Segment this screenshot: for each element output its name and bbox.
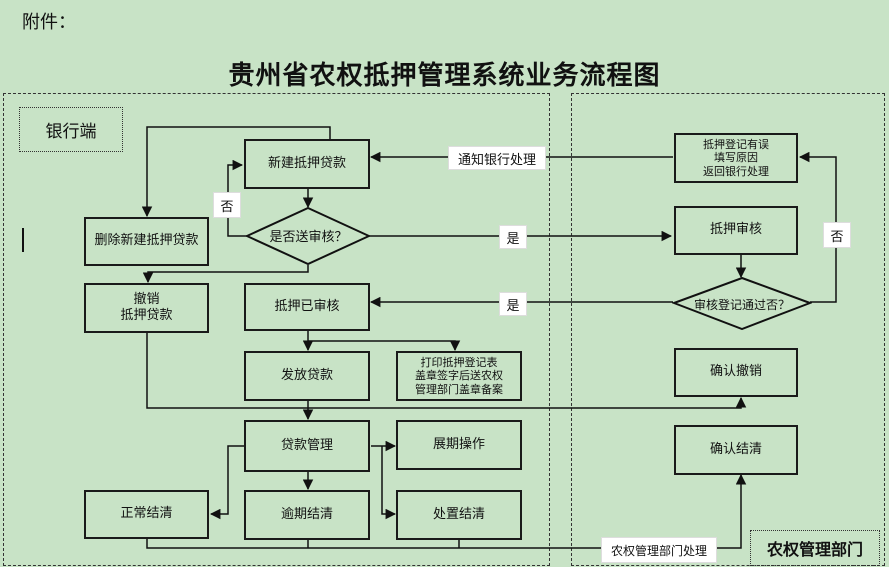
agri-region (571, 93, 885, 566)
yes-label-back: 是 (499, 292, 527, 316)
agri-region-label: 农权管理部门 (750, 530, 880, 566)
reviewed-node: 抵押已审核 (244, 283, 370, 331)
bank-region-label: 银行端 (19, 107, 123, 152)
page-title: 贵州省农权抵押管理系统业务流程图 (228, 61, 661, 91)
delete-loan-node: 删除新建抵押贷款 (84, 217, 209, 266)
send-review-label: 是否送审核？ (269, 230, 348, 245)
return-bank-node: 抵押登记有误 填写原因 返回银行处理 (674, 133, 798, 183)
no-label-left: 否 (213, 192, 241, 218)
notify-bank-label: 通知银行处理 (448, 146, 546, 170)
attachment-label: 附件： (22, 12, 76, 33)
loan-mgmt-node: 贷款管理 (244, 420, 370, 472)
check-pass-decision (672, 277, 812, 330)
yes-label-send: 是 (499, 225, 527, 249)
no-label-right: 否 (823, 222, 851, 248)
new-loan-node: 新建抵押贷款 (244, 139, 370, 189)
mortgage-review-node: 抵押审核 (674, 206, 798, 255)
print-docs-node: 打印抵押登记表 盖章签字后送农权 管理部门盖章备案 (396, 351, 522, 401)
normal-settle-node: 正常结清 (84, 490, 209, 539)
cancel-loan-node: 撤销 抵押贷款 (84, 283, 209, 333)
agri-handle-label: 农权管理部门处理 (601, 537, 717, 563)
dispose-settle-node: 处置结清 (396, 490, 522, 540)
overdue-settle-node: 逾期结清 (244, 490, 370, 540)
check-pass-label: 审核登记通过否？ (693, 298, 790, 312)
send-review-decision (246, 207, 371, 265)
text-cursor (22, 228, 24, 252)
confirm-settle-node: 确认结清 (674, 425, 798, 475)
bank-region (3, 93, 550, 566)
issue-loan-node: 发放贷款 (244, 351, 370, 401)
confirm-cancel-node: 确认撤销 (674, 348, 798, 397)
extension-node: 展期操作 (396, 420, 522, 470)
